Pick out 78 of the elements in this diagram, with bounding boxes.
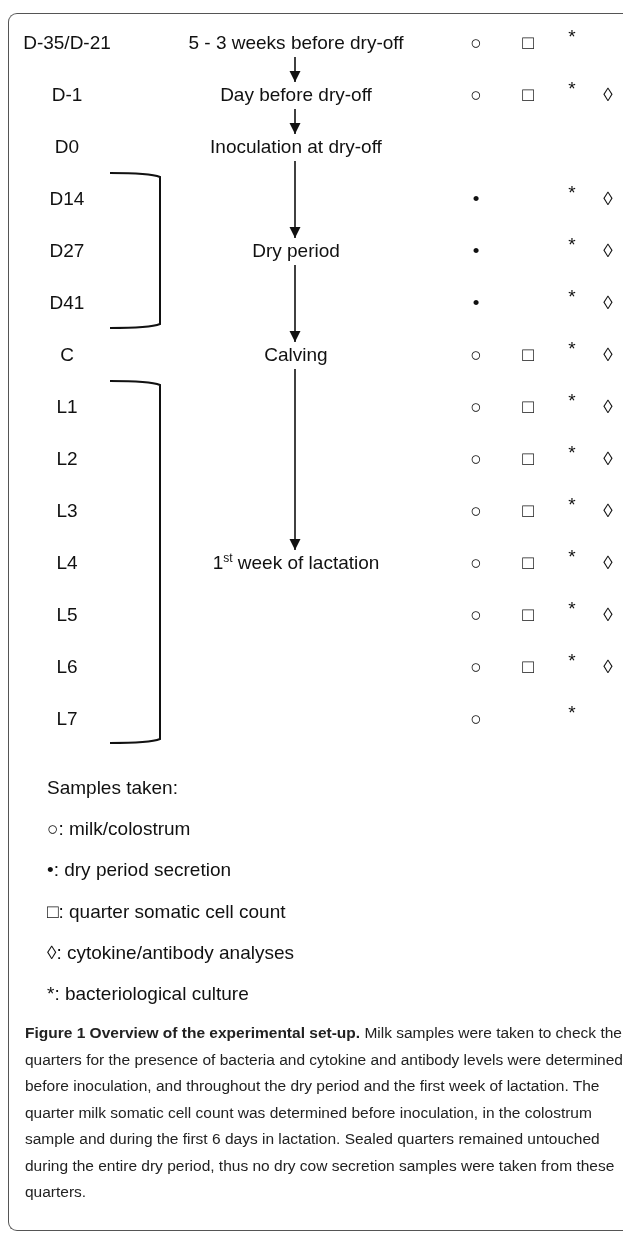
sample-mark: • xyxy=(472,240,480,262)
sample-mark: ◊ xyxy=(603,604,613,626)
stage-label: Calving xyxy=(264,344,328,366)
time-point-label: L5 xyxy=(56,604,78,626)
sample-mark: ◊ xyxy=(603,448,613,470)
legend-entry: *: bacteriological culture xyxy=(47,983,249,1006)
sample-mark: □ xyxy=(522,396,534,418)
sample-mark: * xyxy=(568,286,576,308)
sample-mark: * xyxy=(568,390,576,412)
time-point-label: D-1 xyxy=(51,84,83,106)
sample-mark: □ xyxy=(522,604,534,626)
sample-mark: * xyxy=(568,442,576,464)
sample-mark: ◊ xyxy=(603,396,613,418)
sample-mark: □ xyxy=(522,552,534,574)
sample-mark: □ xyxy=(522,344,534,366)
arrow xyxy=(289,368,301,551)
sample-mark: ◊ xyxy=(603,84,613,106)
sample-mark: * xyxy=(568,182,576,204)
arrow xyxy=(289,264,301,343)
sample-mark: ○ xyxy=(470,32,482,54)
time-point-label: L2 xyxy=(56,448,78,470)
sample-mark: * xyxy=(568,234,576,256)
sample-mark: □ xyxy=(522,500,534,522)
time-point-label: D-35/D-21 xyxy=(23,32,111,54)
stage-label: 5 - 3 weeks before dry-off xyxy=(188,32,404,54)
sample-mark: • xyxy=(472,292,480,314)
sample-mark: ○ xyxy=(470,448,482,470)
sample-mark: ○ xyxy=(470,500,482,522)
sample-mark: * xyxy=(568,26,576,48)
sample-mark: * xyxy=(568,702,576,724)
legend-entry: □: quarter somatic cell count xyxy=(47,900,286,923)
sample-mark: * xyxy=(568,338,576,360)
sample-mark: ○ xyxy=(470,708,482,730)
figure-caption: Figure 1 Overview of the experimental set-up. Milk samples were taken to check the quarters for the presence of bacteria and cytokine and antibody levels were determined before inoculation, and throughout the dry period and the first week of lactation. The quarter milk somatic cell count was determined before inoculation, in the colostrum sample and during the first 6 days in lactation. Sealed quarters remained untouched during the entire dry period, thus no dry cow secretion samples were taken from these quarters. xyxy=(25,1023,624,1202)
sample-mark: ○ xyxy=(470,552,482,574)
time-point-label: D41 xyxy=(49,292,85,314)
legend-entry: ◊: cytokine/antibody analyses xyxy=(47,941,295,964)
sample-mark: □ xyxy=(522,32,534,54)
time-point-label: L7 xyxy=(56,708,78,730)
sample-mark: * xyxy=(568,78,576,100)
time-point-label: L3 xyxy=(56,500,78,522)
stage-label: Day before dry-off xyxy=(220,84,372,106)
legend-heading: Samples taken: xyxy=(47,777,178,799)
sample-mark: * xyxy=(568,494,576,516)
arrow xyxy=(289,56,301,83)
sample-mark: * xyxy=(568,598,576,620)
sample-mark: □ xyxy=(522,656,534,678)
legend-entry: ○: milk/colostrum xyxy=(47,818,191,840)
sample-mark: ◊ xyxy=(603,552,613,574)
stage-label: Dry period xyxy=(252,240,340,262)
legend-entry: •: dry period secretion xyxy=(47,859,232,882)
sample-mark: • xyxy=(472,188,480,210)
sample-mark: ○ xyxy=(470,344,482,366)
sample-mark: ◊ xyxy=(603,188,613,210)
sample-mark: ○ xyxy=(470,396,482,418)
sample-mark: ◊ xyxy=(603,292,613,314)
sample-mark: ○ xyxy=(470,656,482,678)
time-point-label: L4 xyxy=(56,552,78,574)
stage-label: 1$^{st}$ week of lactation xyxy=(212,552,380,574)
time-point-label: L6 xyxy=(56,656,78,678)
time-point-label: D14 xyxy=(49,188,85,210)
time-point-label: D27 xyxy=(49,240,85,262)
arrow xyxy=(289,108,301,135)
sample-mark: □ xyxy=(522,448,534,470)
time-point-label: D0 xyxy=(54,136,80,158)
sample-mark: ◊ xyxy=(603,240,613,262)
sample-mark: ◊ xyxy=(603,500,613,522)
time-point-label: C xyxy=(60,344,74,366)
sample-mark: □ xyxy=(522,84,534,106)
time-point-label: L1 xyxy=(56,396,78,418)
sample-mark: ◊ xyxy=(603,344,613,366)
sample-mark: ○ xyxy=(470,604,482,626)
sample-mark: * xyxy=(568,650,576,672)
stage-label: Inoculation at dry-off xyxy=(210,136,382,158)
sample-mark: ○ xyxy=(470,84,482,106)
sample-mark: ◊ xyxy=(603,656,613,678)
arrow xyxy=(289,160,301,239)
sample-mark: * xyxy=(568,546,576,568)
